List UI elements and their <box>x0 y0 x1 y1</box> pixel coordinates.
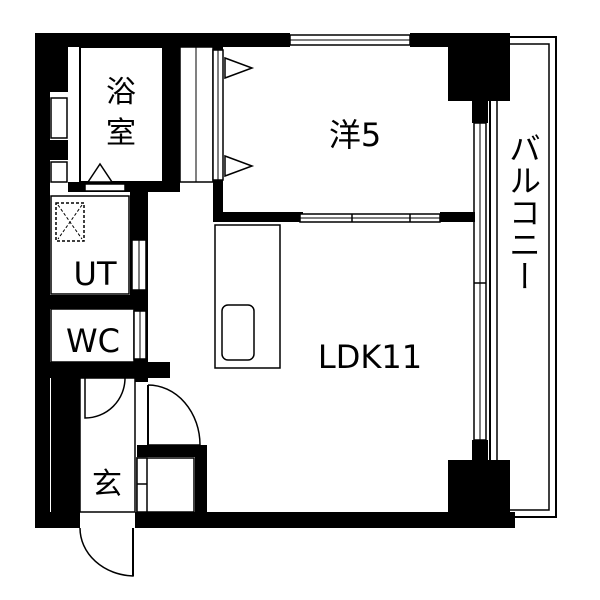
balcony-window <box>473 122 487 441</box>
toilet-room: WC <box>50 308 135 363</box>
toilet-label: WC <box>66 322 120 360</box>
utility-label: UT <box>74 255 117 293</box>
entrance-area: 玄 <box>51 377 201 577</box>
balcony <box>489 36 557 518</box>
closet <box>179 46 255 183</box>
balcony-label-group: バルコニー <box>504 132 542 292</box>
top-window <box>289 34 411 46</box>
western-room-door <box>299 213 441 223</box>
utility-door <box>131 239 147 291</box>
exterior-walls <box>35 33 515 528</box>
left-storage <box>50 97 68 183</box>
bath-label-2: 室 <box>106 116 136 151</box>
bath-room: 浴 室 <box>79 46 164 183</box>
entrance-label: 玄 <box>92 467 122 502</box>
western-room-label: 洋5 <box>329 116 381 154</box>
kitchen-counter <box>214 224 281 369</box>
bath-label-1: 浴 <box>106 75 136 110</box>
ldk-label: LDK11 <box>318 338 422 376</box>
bath-door <box>84 162 126 192</box>
utility-room: UT <box>50 195 130 295</box>
toilet-door <box>133 310 147 360</box>
balcony-label: バルコニー <box>504 132 542 292</box>
